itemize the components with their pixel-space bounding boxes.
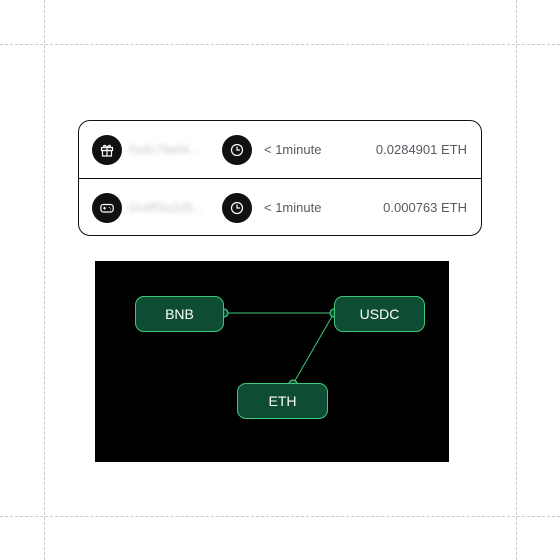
swap-route-diagram: BNB USDC ETH: [95, 261, 449, 462]
duration-label: < 1minute: [264, 200, 322, 215]
guide-line: [44, 0, 45, 560]
link-usdc-eth: [292, 312, 335, 385]
clock-icon: [222, 134, 252, 165]
masked-label: 0x4ff3a2d5...: [129, 200, 204, 215]
duration-label: < 1minute: [264, 142, 322, 157]
amount-label: 0.0284901 ETH: [375, 142, 467, 157]
activity-row[interactable]: 0x4ff3a2d5... < 1minute 0.000763 ETH: [79, 179, 481, 235]
masked-label: 0x8c7bef4...: [129, 142, 200, 157]
route-links: [219, 308, 339, 389]
activity-row[interactable]: 0x8c7bef4... < 1minute 0.0284901 ETH: [79, 121, 481, 178]
token-node-usdc[interactable]: USDC: [334, 296, 425, 332]
amount-label: 0.000763 ETH: [383, 200, 467, 215]
row-divider: [79, 178, 481, 179]
token-node-bnb[interactable]: BNB: [135, 296, 224, 332]
guide-line: [516, 0, 517, 560]
guide-line: [0, 44, 560, 45]
token-node-eth[interactable]: ETH: [237, 383, 328, 419]
gamepad-icon: [92, 192, 122, 223]
gift-icon: [92, 134, 122, 165]
guide-line: [0, 516, 560, 517]
activity-card: 0x8c7bef4... < 1minute 0.0284901 ETH: [78, 120, 482, 236]
clock-icon: [222, 192, 252, 223]
